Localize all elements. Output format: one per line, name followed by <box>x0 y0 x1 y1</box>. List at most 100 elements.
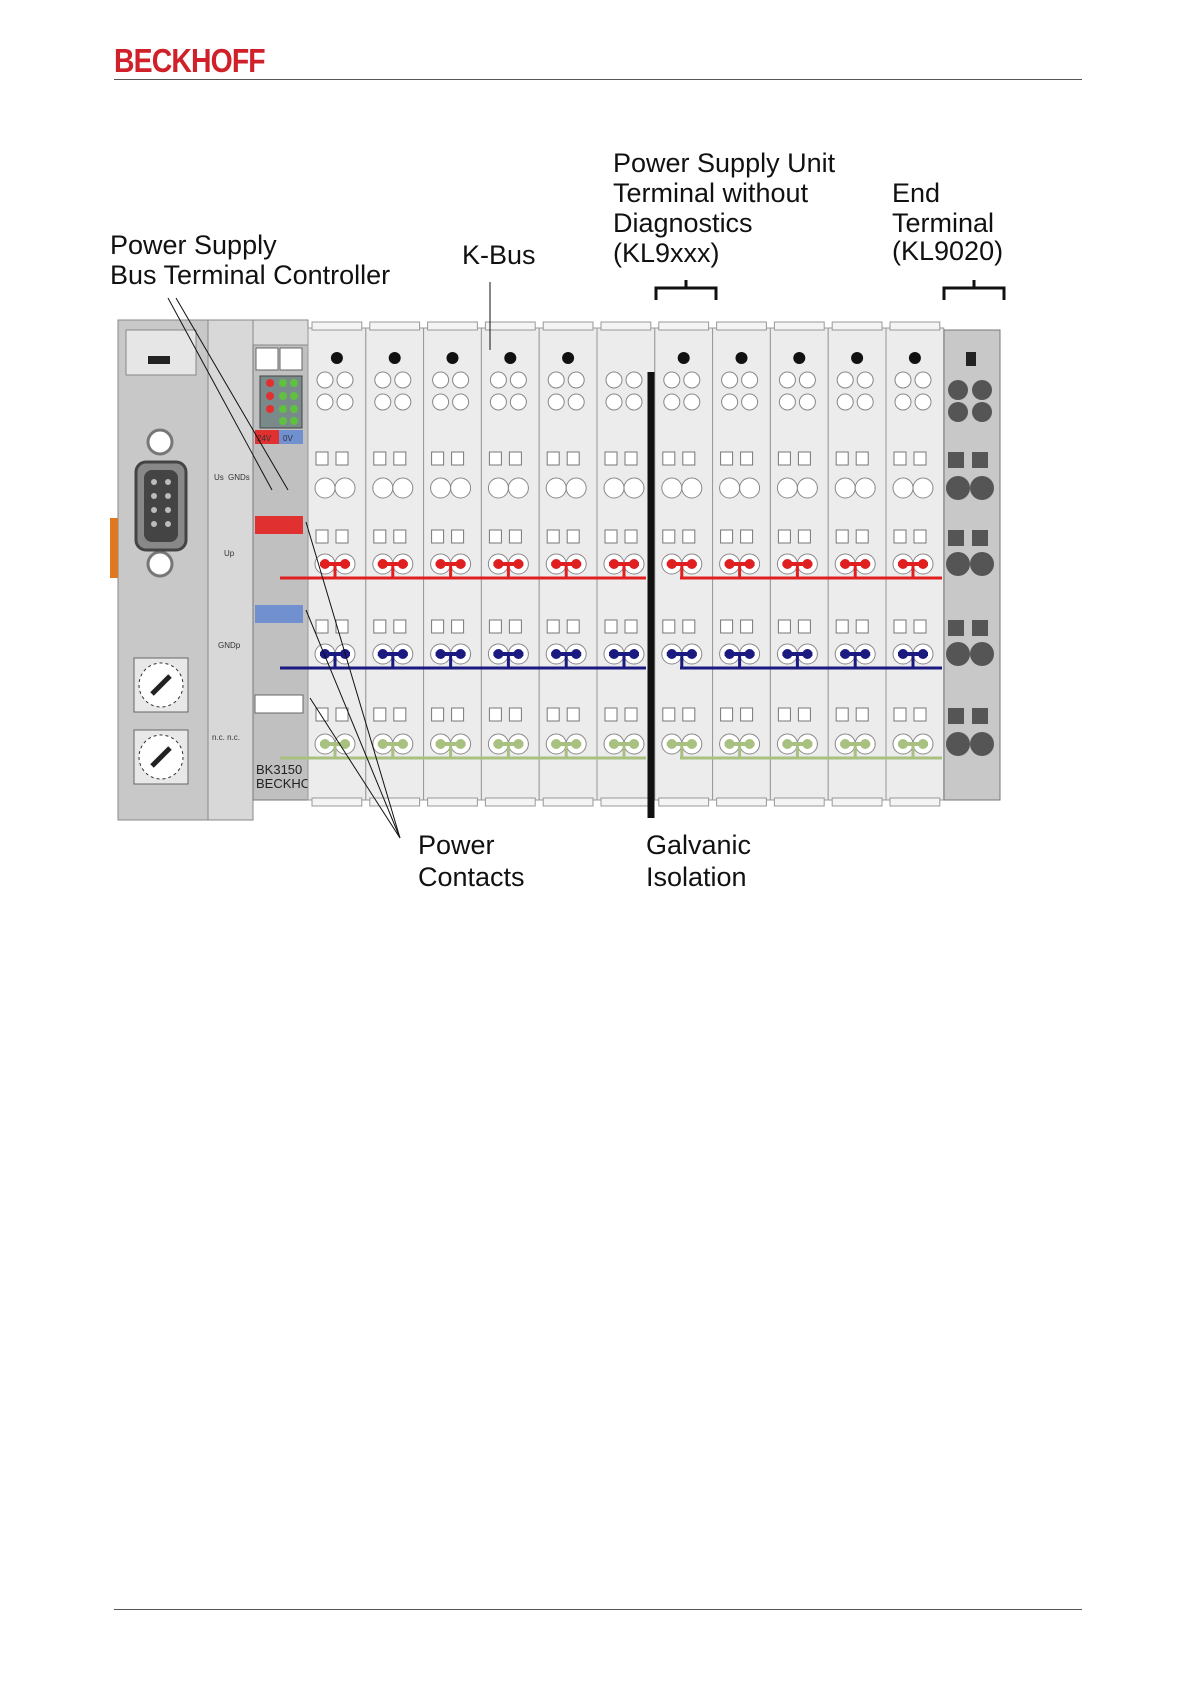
label-end-2: Terminal <box>892 208 994 238</box>
power-contact <box>725 559 735 569</box>
power-contact <box>493 649 503 659</box>
kbus-contact <box>504 352 516 364</box>
label-nc: n.c. n.c. <box>212 733 240 742</box>
label-gnds: GNDs <box>228 473 250 482</box>
kbus-contact <box>389 352 401 364</box>
power-contact <box>667 559 677 569</box>
power-contact <box>860 559 870 569</box>
label-us: Us <box>214 473 224 482</box>
power-contact <box>918 649 928 659</box>
power-contact <box>398 559 408 569</box>
kbus-contact <box>793 352 805 364</box>
power-contact <box>667 739 677 749</box>
label-galvanic-2: Isolation <box>646 862 747 892</box>
power-contact <box>629 739 639 749</box>
brand-logo: BECKHOFF <box>114 42 265 80</box>
power-contact <box>667 649 677 659</box>
device-model: BK3150 <box>256 762 302 777</box>
power-contact <box>456 559 466 569</box>
power-contact <box>745 739 755 749</box>
power-contact <box>687 649 697 659</box>
power-contact <box>493 559 503 569</box>
power-contact <box>398 649 408 659</box>
power-contact <box>513 649 523 659</box>
header-rule <box>114 79 1082 80</box>
label-psu-4: (KL9xxx) <box>613 238 720 268</box>
kbus-contact <box>562 352 574 364</box>
label-psu-3: Diagnostics <box>613 208 753 238</box>
power-contact <box>398 739 408 749</box>
label-psu-1: Power Supply Unit <box>613 150 836 178</box>
power-contact <box>609 559 619 569</box>
power-contact <box>320 649 330 659</box>
power-contact <box>436 559 446 569</box>
address-switch-1 <box>134 658 188 712</box>
power-contact <box>898 739 908 749</box>
power-contact <box>860 739 870 749</box>
power-contact <box>493 739 503 749</box>
power-contact <box>436 649 446 659</box>
footer-rule <box>114 1609 1082 1610</box>
label-psu-2: Terminal without <box>613 178 809 208</box>
label-bus-terminal-controller: Bus Terminal Controller <box>110 260 390 290</box>
kbus-contact <box>736 352 748 364</box>
power-contact <box>687 739 697 749</box>
kbus-contact <box>331 352 343 364</box>
power-contact <box>551 559 561 569</box>
power-contact <box>340 559 350 569</box>
power-contact <box>456 649 466 659</box>
kbus-contact <box>851 352 863 364</box>
power-contact <box>898 649 908 659</box>
power-contact <box>513 559 523 569</box>
bus-terminal-controller <box>110 320 208 820</box>
label-up: Up <box>224 549 235 558</box>
power-contact <box>725 649 735 659</box>
power-contact <box>687 559 697 569</box>
label-power-contacts-2: Contacts <box>418 862 525 892</box>
power-contact <box>918 559 928 569</box>
power-contact <box>629 559 639 569</box>
power-contact <box>378 739 388 749</box>
power-contact <box>802 739 812 749</box>
label-kbus: K-Bus <box>462 240 536 270</box>
power-contact <box>513 739 523 749</box>
address-switch-2 <box>134 730 188 784</box>
label-power-contacts-1: Power <box>418 830 495 860</box>
power-contact <box>860 649 870 659</box>
power-contact <box>898 559 908 569</box>
power-contact <box>609 739 619 749</box>
label-galvanic-1: Galvanic <box>646 830 751 860</box>
power-contact <box>745 649 755 659</box>
power-contact <box>782 739 792 749</box>
psu-bracket <box>656 280 716 300</box>
end-terminal <box>944 330 1000 800</box>
power-contact <box>918 739 928 749</box>
power-contact <box>456 739 466 749</box>
power-contact <box>551 739 561 749</box>
power-contact <box>629 649 639 659</box>
power-contact <box>802 649 812 659</box>
label-end-3: (KL9020) <box>892 236 1003 266</box>
power-contact <box>320 739 330 749</box>
power-contact <box>782 649 792 659</box>
power-contact <box>571 649 581 659</box>
power-contact <box>571 739 581 749</box>
bus-terminal-diagram: 24V 0V Us GNDs Up GNDp n.c. n.c. BK3150 … <box>110 150 1100 980</box>
end-bracket <box>944 280 1004 300</box>
power-contact <box>551 649 561 659</box>
power-contact <box>320 559 330 569</box>
bus-terminals <box>280 322 944 806</box>
power-contact <box>745 559 755 569</box>
power-contact <box>571 559 581 569</box>
kbus-contact <box>909 352 921 364</box>
label-end-1: End <box>892 178 940 208</box>
label-gndp: GNDp <box>218 641 241 650</box>
power-contact <box>802 559 812 569</box>
power-contact <box>378 559 388 569</box>
power-contact <box>782 559 792 569</box>
power-contact <box>840 739 850 749</box>
power-contact <box>436 739 446 749</box>
power-contact <box>378 649 388 659</box>
power-contact <box>725 739 735 749</box>
kbus-contact <box>678 352 690 364</box>
